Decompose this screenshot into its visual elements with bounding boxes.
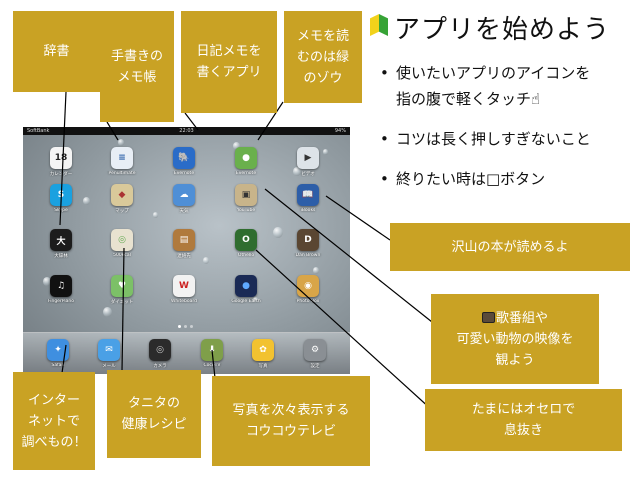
bullet-text: 使いたいアプリのアイコンを 指の腹で軽くタッチ☝ <box>396 64 591 108</box>
app-icon[interactable]: ◎ <box>111 229 133 251</box>
callout-photos-tv: 写真を次々表示する コウコウテレビ <box>212 376 370 466</box>
dock-app-label: メール <box>102 364 116 369</box>
callout-tanita: タニタの 健康レシピ <box>107 370 201 458</box>
ipad-screenshot: SoftBank 22:03 94% 18 カレンダー ≡ Penultimate 🐘 E… <box>23 127 350 374</box>
app-icon[interactable]: ♥ <box>111 275 133 297</box>
callout-green-elephant: メモを読 むのは緑 のゾウ <box>284 11 362 103</box>
dock-app-icon[interactable]: ✉ <box>98 339 120 361</box>
bullet-list: • 使いたいアプリのアイコンを 指の腹で軽くタッチ☝ • コツは長く押しすぎない… <box>380 60 635 206</box>
callout-othello: たまにはオセロで 息抜き <box>425 389 622 451</box>
app-label: Whiteboard <box>170 299 198 304</box>
dock-app-icon[interactable]: ✦ <box>47 339 69 361</box>
bullet-dot: • <box>380 130 389 148</box>
app-label: 天気 <box>179 209 189 214</box>
callout-handwriting-memo: 手書きの メモ帳 <box>100 11 174 122</box>
app-label: Google Earth <box>231 299 261 304</box>
dock-app-icon[interactable]: ◎ <box>149 339 171 361</box>
dock-app-label: CocoTV <box>203 363 221 368</box>
bullet-item: • 終りたい時は□ボタン <box>380 166 635 192</box>
callout-internet: インター ネットで 調べもの！ <box>13 372 95 470</box>
dock-app-label: Safari <box>51 363 65 368</box>
app-label: iBooks <box>300 208 316 213</box>
app-label: Othello <box>237 253 255 258</box>
app-icon[interactable]: W <box>173 275 195 297</box>
app-icon[interactable]: ♫ <box>50 275 72 297</box>
app-icon[interactable]: D <box>297 229 319 251</box>
app-icon[interactable]: ▤ <box>173 229 195 251</box>
app-label: 大辞林 <box>54 254 68 259</box>
app-icon[interactable]: ● <box>235 275 257 297</box>
status-battery: 94% <box>334 128 346 134</box>
app-label: ダイエット <box>110 300 134 305</box>
bullet-dot: • <box>380 170 389 188</box>
app-icon[interactable]: 📖 <box>297 184 319 206</box>
app-icon[interactable]: 🐘 <box>173 147 195 169</box>
app-icon[interactable]: ● <box>235 147 257 169</box>
app-label: Photo Box <box>296 299 320 304</box>
app-icon[interactable]: O <box>235 229 257 251</box>
app-label: 連絡先 <box>177 254 191 259</box>
dock-app-icon[interactable]: ⚙ <box>304 339 326 361</box>
app-icon[interactable]: ▶ <box>297 147 319 169</box>
status-time: 22:03 <box>179 128 194 134</box>
app-icon[interactable]: ≡ <box>111 147 133 169</box>
app-label: YouTube <box>236 208 256 213</box>
app-icon[interactable]: ◆ <box>111 184 133 206</box>
app-label: FingerPiano <box>47 299 75 304</box>
callout-ebooks: 沢山の本が読めるよ <box>390 223 630 271</box>
callout-diary-memo: 日記メモを 書くアプリ <box>181 11 277 113</box>
title-text: アプリを始めよう <box>394 14 611 45</box>
bullet-text: コツは長く押しすぎないこと <box>396 130 591 148</box>
ipad-status-bar: SoftBank 22:03 94% <box>23 127 350 135</box>
title: アプリを始めよう <box>370 10 611 45</box>
bullet-text: 終りたい時は□ボタン <box>396 170 546 188</box>
dock-app-label: カメラ <box>153 364 167 369</box>
app-label: Evernote <box>173 171 195 176</box>
app-icon[interactable]: ◉ <box>297 275 319 297</box>
tv-icon <box>481 311 495 323</box>
app-icon[interactable]: S <box>50 184 72 206</box>
callout-dictionary: 辞書 <box>13 11 100 92</box>
callout-tv-videos-text: 歌番組や 可愛い動物の映像を 観よう <box>456 310 574 368</box>
app-label: Penultimate <box>108 171 136 176</box>
app-label: 500kcal <box>113 253 131 258</box>
app-label: Evernote <box>235 171 257 176</box>
bullet-item: • コツは長く押しすぎないこと <box>380 126 635 152</box>
page-indicator <box>178 325 193 328</box>
app-icon[interactable]: 18 <box>50 147 72 169</box>
dock-app-icon[interactable]: ✿ <box>252 339 274 361</box>
bullet-dot: • <box>380 64 389 82</box>
app-label: ビデオ <box>301 172 315 177</box>
dock-app-label: 設定 <box>310 364 320 369</box>
app-label: カレンダー <box>49 172 73 177</box>
app-label: Skype <box>54 208 68 213</box>
beginner-mark-icon <box>370 14 388 40</box>
status-carrier: SoftBank <box>27 128 50 134</box>
bullet-item: • 使いたいアプリのアイコンを 指の腹で軽くタッチ☝ <box>380 60 635 112</box>
app-label: Dan Brown <box>295 253 321 258</box>
dock-app-icon[interactable]: ⬇ <box>201 339 223 361</box>
app-icon[interactable]: 大 <box>50 229 72 251</box>
app-icon[interactable]: ▣ <box>235 184 257 206</box>
app-icon[interactable]: ☁ <box>173 184 195 206</box>
callout-tv-videos: 歌番組や 可愛い動物の映像を 観よう <box>431 294 599 384</box>
dock-app-label: 写真 <box>258 364 268 369</box>
app-label: マップ <box>115 209 129 214</box>
